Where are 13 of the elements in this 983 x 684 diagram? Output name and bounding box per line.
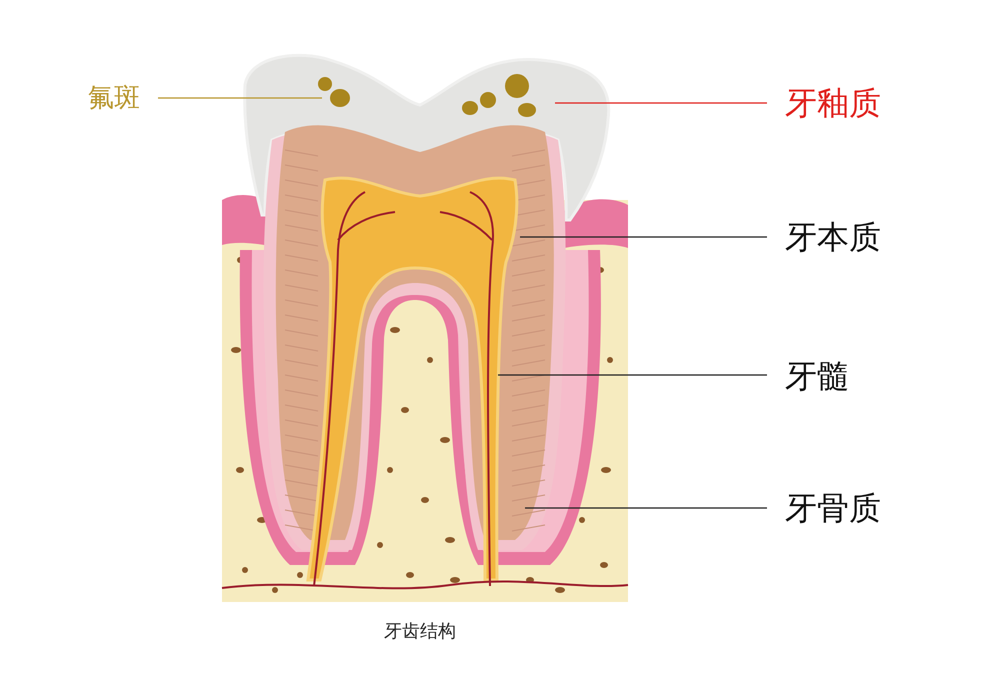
part-label: 牙釉质 [785, 86, 881, 121]
fluorosis-spot [318, 74, 536, 117]
leader-line [158, 97, 322, 99]
caption: 牙齿结构 [384, 622, 456, 642]
pulp [306, 176, 518, 582]
leader-line [555, 102, 767, 104]
part-label: 牙髓 [785, 358, 849, 394]
part-label: 牙本质 [785, 220, 881, 255]
part-label: 牙骨质 [785, 490, 881, 526]
leader-line [520, 236, 767, 238]
part-label: 氟斑 [88, 84, 140, 112]
leader-line [525, 507, 767, 509]
leader-line [498, 374, 767, 376]
